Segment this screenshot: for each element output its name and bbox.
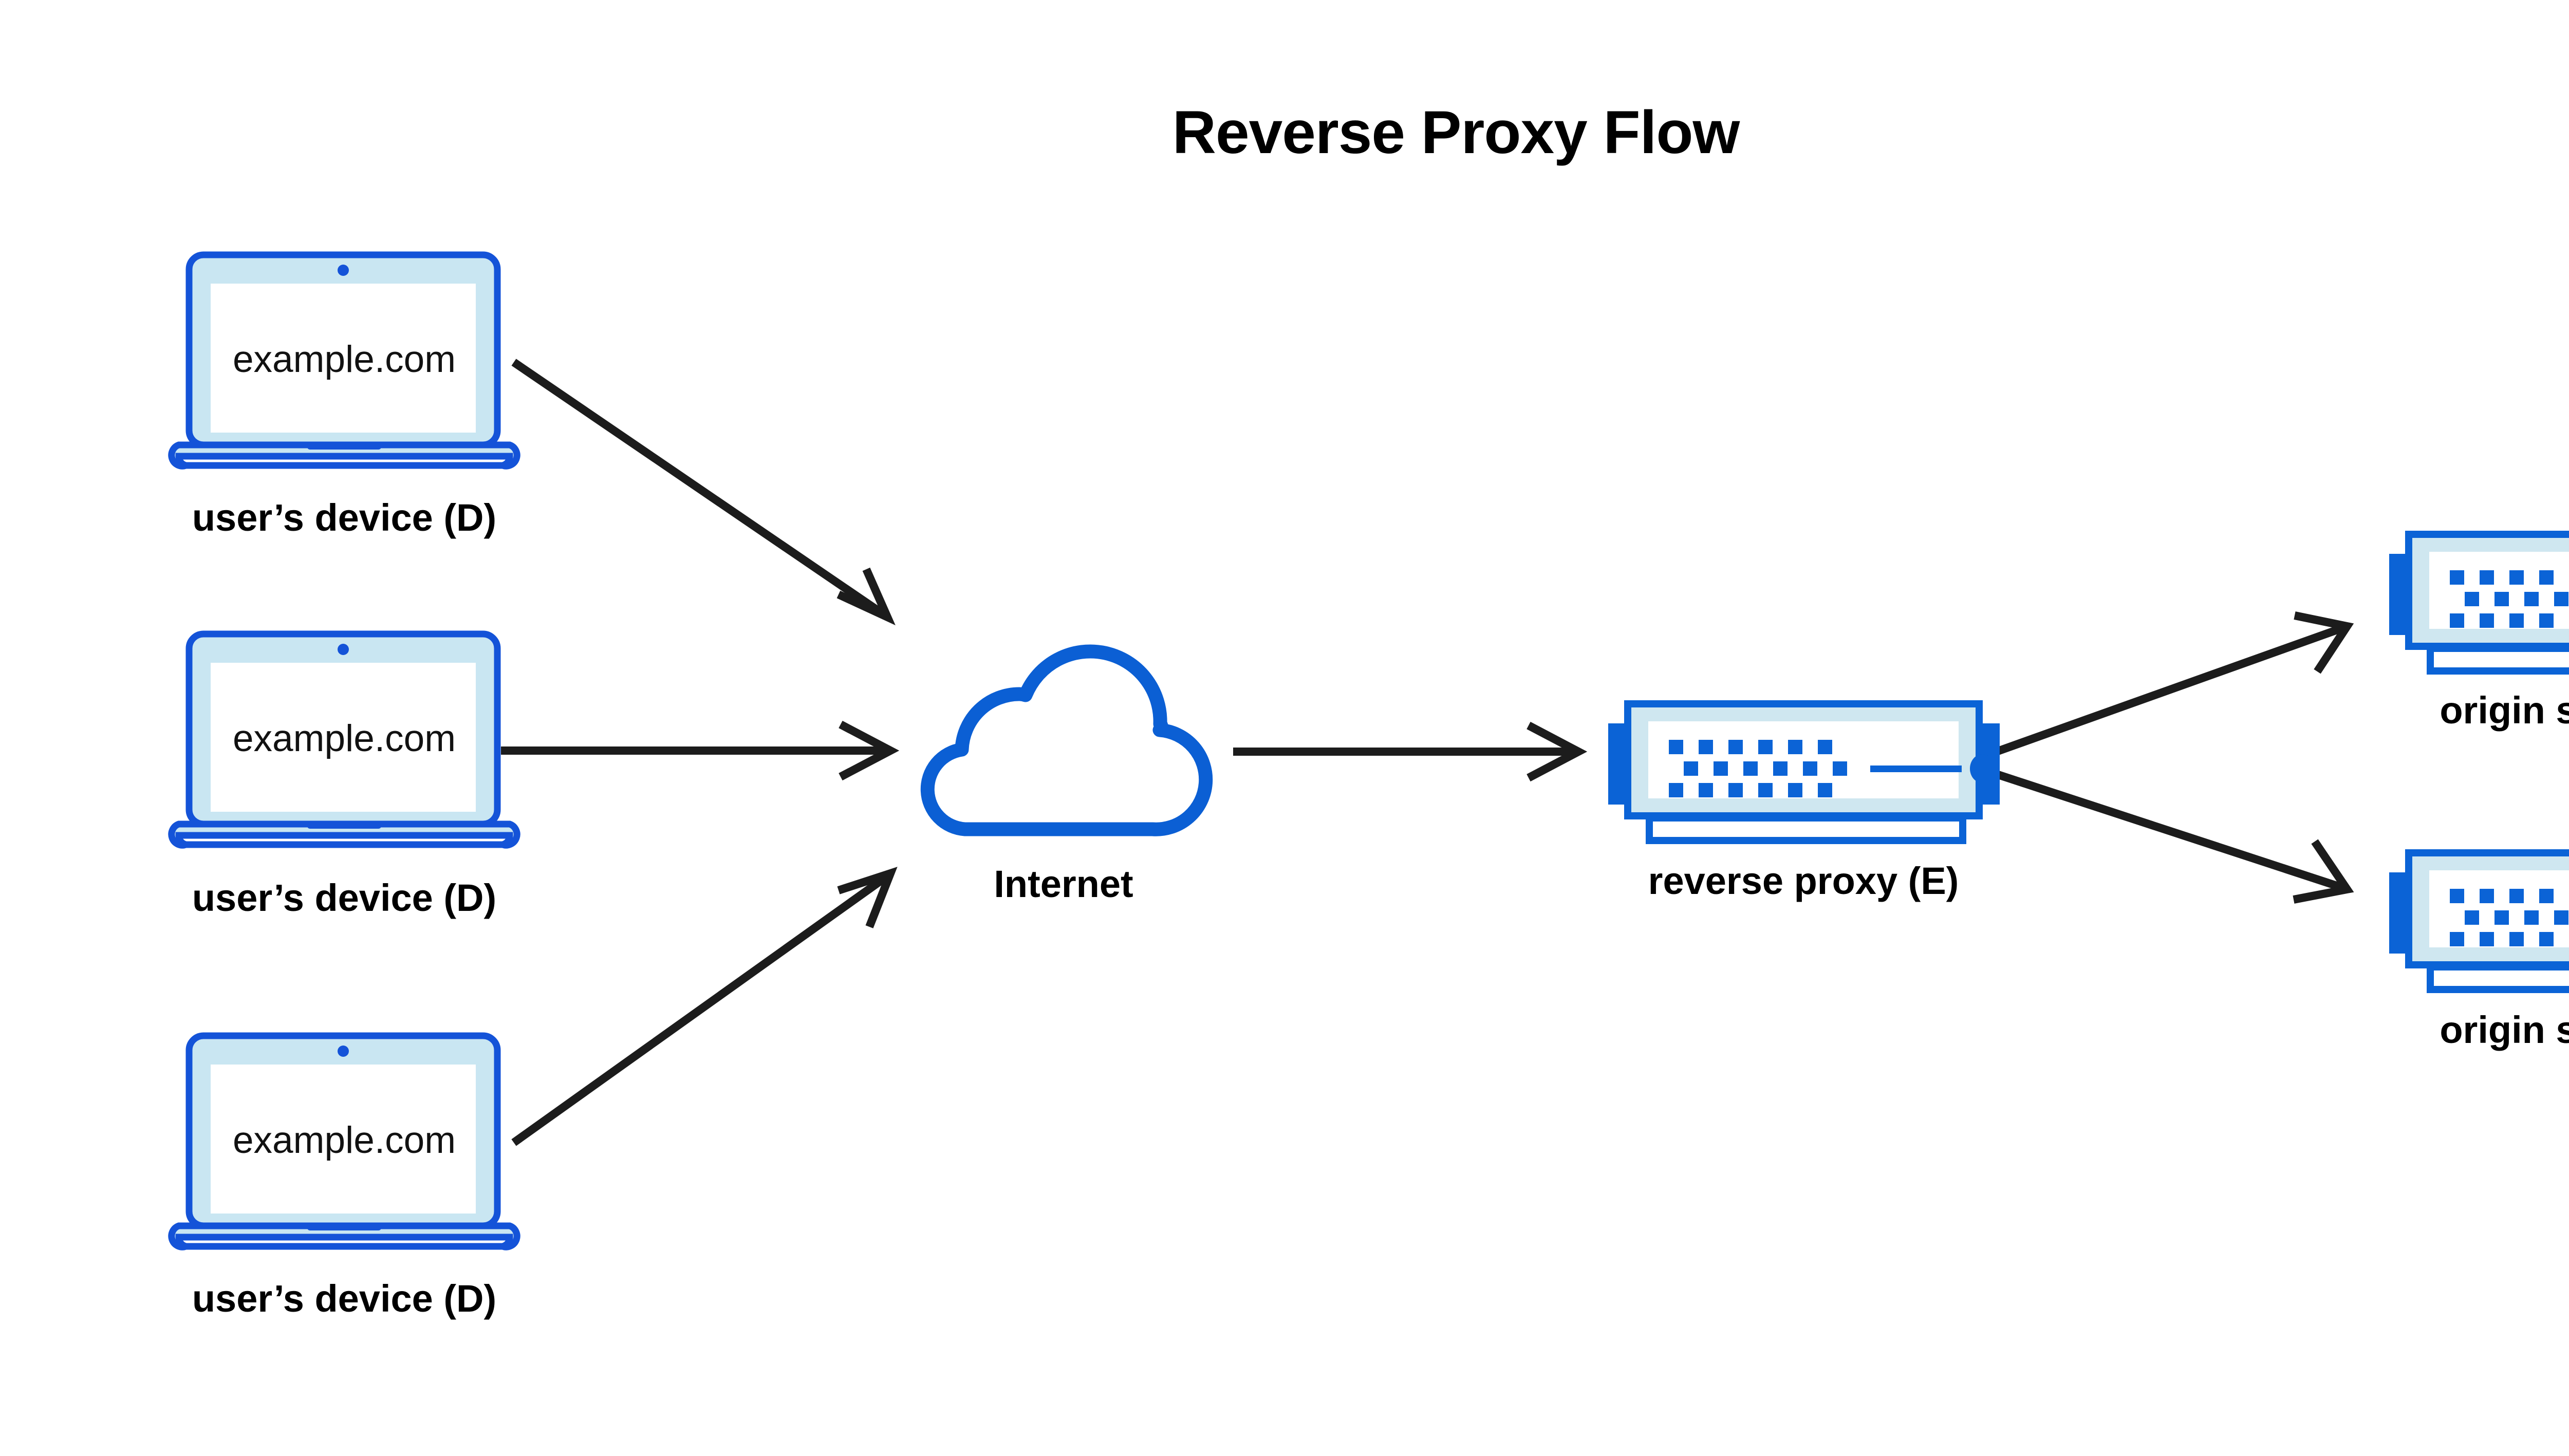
connector-device-top-to-internet [511,359,896,626]
server-icon [2389,531,2569,675]
laptop-icon [168,630,520,849]
internet-label: Internet [994,863,1133,905]
connector-device-middle-to-internet [501,720,900,781]
node-reverse-proxy[interactable] [1608,699,2000,848]
page-title: Reverse Proxy Flow [1172,99,1740,166]
node-device-middle[interactable]: example.com [168,630,520,852]
server-icon [2389,849,2569,993]
device-bottom-label: user’s device (D) [192,1277,497,1320]
connector-reverse-proxy-to-origin-bottom [1992,769,2354,904]
cloud-icon [920,644,1213,836]
reverse-proxy-label: reverse proxy (E) [1648,860,1959,902]
device-middle-label: user’s device (D) [192,876,497,919]
origin-server-top-label: origin server (F) [2440,689,2569,732]
node-origin-server-top[interactable] [2389,529,2569,678]
node-origin-server-bottom[interactable] [2389,848,2569,997]
node-device-bottom[interactable]: example.com [168,1032,520,1254]
node-internet[interactable] [920,644,1213,838]
connector-device-bottom-to-internet [511,867,898,1146]
device-top-label: user’s device (D) [192,496,497,539]
device-screen-text: example.com [232,718,456,759]
connector-internet-to-reverse-proxy [1233,721,1588,782]
device-screen-text: example.com [232,339,456,380]
laptop-icon [168,251,520,470]
server-icon [1608,700,2000,844]
laptop-icon [168,1032,520,1250]
device-screen-text: example.com [232,1119,456,1161]
node-device-top[interactable]: example.com [168,251,520,473]
connector-reverse-proxy-to-origin-top [1992,611,2354,757]
origin-server-bottom-label: origin server (F) [2440,1009,2569,1051]
